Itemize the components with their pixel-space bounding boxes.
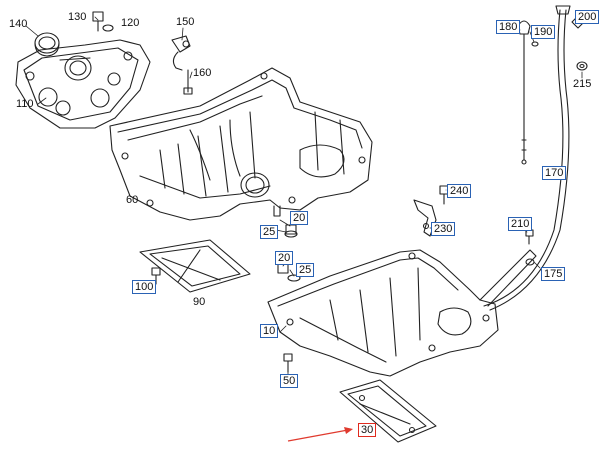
label-150: 150 xyxy=(176,16,195,28)
label-90: 90 xyxy=(193,296,206,308)
cover-part-110 xyxy=(15,39,151,129)
gasket-part-30 xyxy=(339,379,437,443)
pointer-arrow xyxy=(287,427,353,442)
label-25-lower: 25 xyxy=(296,263,315,277)
dipstick-part-180 xyxy=(517,20,531,165)
gasket-part-90 xyxy=(139,239,251,293)
label-180: 180 xyxy=(496,20,521,34)
label-175: 175 xyxy=(541,267,566,281)
label-200: 200 xyxy=(575,10,600,24)
bolt-part-130 xyxy=(92,11,114,32)
label-110: 110 xyxy=(16,98,34,110)
seal-ring-part-140 xyxy=(34,32,60,57)
label-130: 130 xyxy=(68,11,87,23)
drain-plug-part-20-upper xyxy=(284,224,298,238)
label-170: 170 xyxy=(542,166,567,180)
screw-part-160 xyxy=(183,69,193,95)
label-10: 10 xyxy=(260,324,279,338)
label-60: 60 xyxy=(126,194,139,206)
seal-part-215 xyxy=(576,61,588,71)
label-25-upper: 25 xyxy=(260,225,279,239)
label-190: 190 xyxy=(531,25,556,39)
oring-part-190 xyxy=(531,41,539,47)
bolt-part-50 xyxy=(283,353,293,373)
label-100: 100 xyxy=(132,280,157,294)
label-20-lower: 20 xyxy=(275,251,294,265)
label-240: 240 xyxy=(447,184,472,198)
lower-oil-pan-part-10 xyxy=(267,249,537,377)
sensor-part-150 xyxy=(171,35,191,71)
upper-oil-pan-part-60 xyxy=(109,67,373,221)
label-50: 50 xyxy=(280,374,299,388)
label-210: 210 xyxy=(508,217,533,231)
label-215: 215 xyxy=(573,78,592,90)
label-30-highlighted: 30 xyxy=(358,423,377,437)
label-160: 160 xyxy=(193,67,212,79)
bracket-part-230 xyxy=(413,185,449,237)
label-20-upper: 20 xyxy=(290,211,309,225)
label-120: 120 xyxy=(121,17,140,29)
label-230: 230 xyxy=(431,222,456,236)
label-140: 140 xyxy=(9,18,28,30)
